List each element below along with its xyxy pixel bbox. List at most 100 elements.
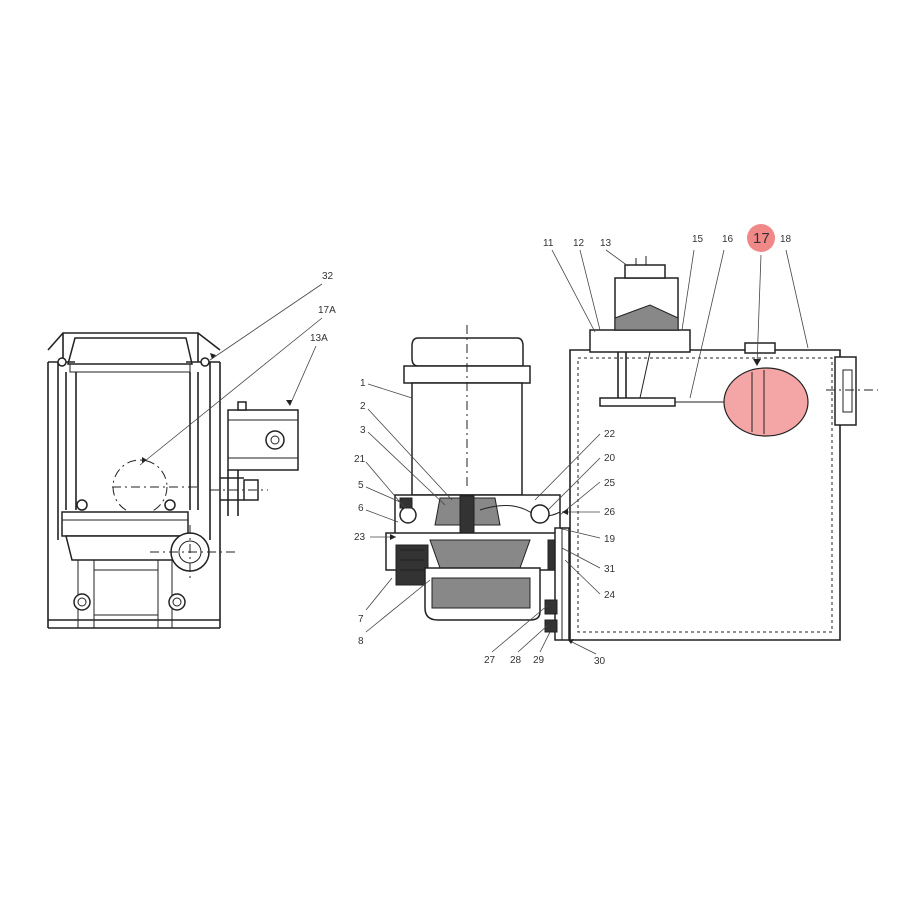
leader-27 (491, 604, 549, 653)
leader-30 (567, 639, 597, 655)
label-30: 30 (594, 656, 606, 667)
leader-17 (756, 254, 762, 366)
float-arm-16 (599, 397, 676, 407)
leader-6 (365, 509, 399, 523)
tank-inner-wall (577, 357, 833, 633)
label-16: 16 (722, 234, 734, 245)
side-port-inner (842, 369, 853, 413)
label-18: 18 (780, 234, 792, 245)
leader-12 (579, 249, 601, 331)
leader-3 (367, 431, 446, 506)
float-rod (617, 352, 627, 398)
label-2: 2 (360, 401, 366, 412)
leader-22 (534, 433, 601, 501)
filler-neck (744, 342, 776, 354)
label-29: 29 (533, 655, 545, 666)
highlight-badge-17 (747, 224, 775, 252)
leader-lines (139, 249, 809, 655)
label-19: 19 (604, 534, 616, 545)
leader-29 (539, 631, 551, 653)
switch-knob-inner (270, 435, 280, 445)
label-13a: 13A (310, 333, 328, 344)
arrowhead (142, 457, 147, 463)
float-17-seam (751, 370, 765, 434)
label-11: 11 (543, 238, 554, 249)
gauge-23-body (395, 544, 429, 586)
label-32: 32 (322, 271, 334, 282)
label-21: 21 (354, 454, 366, 465)
leader-11 (551, 249, 596, 333)
leader-28 (517, 624, 549, 653)
label-17: 17 (753, 230, 770, 247)
leader-17a (139, 317, 323, 466)
switch-box-lines (228, 419, 298, 459)
label-1: 1 (360, 378, 366, 389)
side-cap-rim (69, 363, 191, 373)
side-view-assembly (47, 332, 299, 629)
drain-plug-inner (77, 597, 87, 607)
pump-cross-section (385, 325, 570, 641)
drain-plug-icon (73, 593, 91, 611)
leader-13a (289, 345, 317, 406)
leader-7 (365, 577, 393, 611)
bolt-icon (76, 499, 88, 511)
label-12: 12 (573, 238, 585, 249)
arrowhead (753, 359, 761, 366)
leader-5 (365, 486, 401, 503)
side-base (48, 619, 220, 629)
label-28: 28 (510, 655, 522, 666)
label-3: 3 (360, 425, 366, 436)
valve-20-icon (530, 504, 550, 524)
leader-19 (557, 527, 601, 539)
arrowhead (286, 400, 292, 406)
bolt-icon (164, 499, 176, 511)
side-top-bracket (47, 332, 221, 351)
leader-13 (605, 249, 629, 267)
label-5: 5 (358, 480, 364, 491)
arrowhead (390, 534, 396, 540)
side-base-window (93, 569, 159, 616)
leader-15 (681, 249, 695, 331)
pump-piston (459, 495, 475, 535)
bolt-27-icon (544, 599, 558, 615)
fitting-21-icon (399, 506, 417, 524)
bolt-icon (57, 357, 67, 367)
leader-1 (367, 383, 413, 399)
leader-24 (564, 559, 601, 595)
bolt-icon (200, 357, 210, 367)
pump-passage (479, 505, 561, 517)
label-15: 15 (692, 234, 704, 245)
label-27: 27 (484, 655, 496, 666)
side-frame-inner (48, 361, 220, 510)
label-25: 25 (604, 478, 616, 489)
bolt-28-icon (544, 619, 558, 633)
switch-terminals (635, 256, 647, 265)
outlet-center-lines (150, 525, 238, 580)
float-brace (639, 351, 651, 399)
leader-8 (365, 579, 431, 633)
side-pump-plate (61, 511, 189, 537)
side-pump-body (65, 535, 186, 561)
nut-5-icon (399, 497, 413, 509)
reservoir-tank (569, 256, 878, 641)
label-22: 22 (604, 429, 616, 440)
drain-plug-icon (168, 593, 186, 611)
label-24: 24 (604, 590, 616, 601)
motor-band (403, 365, 531, 384)
label-20: 20 (604, 453, 616, 464)
switch-13-cap (624, 264, 666, 279)
float-17-highlight[interactable] (723, 367, 809, 437)
switch-13-lower (614, 304, 679, 331)
leader-21 (365, 461, 406, 509)
label-17a: 17A (318, 305, 336, 316)
label-6: 6 (358, 503, 364, 514)
leader-32 (209, 283, 323, 361)
label-31: 31 (604, 564, 616, 575)
leader-25 (559, 481, 601, 516)
switch-bracket (220, 470, 244, 516)
side-reservoir-cap (67, 337, 193, 365)
leader-2 (367, 408, 453, 501)
leader-18 (785, 249, 809, 349)
